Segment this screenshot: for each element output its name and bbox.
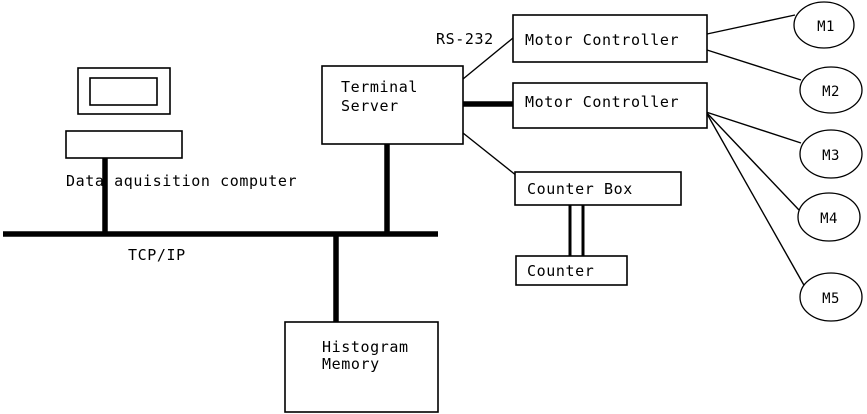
counter-box-label: Counter Box (527, 180, 633, 198)
motor-controller-2-box (512, 82, 708, 129)
motor-m1-ellipse (793, 1, 855, 49)
motor-m3-label: M3 (822, 148, 840, 164)
counter-box (515, 255, 628, 286)
monitor-screen (89, 77, 158, 106)
motor-m4-label: M4 (820, 211, 838, 227)
rs232-link-label: RS-232 (436, 30, 494, 48)
motor-m2-ellipse (799, 66, 863, 114)
motor-controller-1-to-m2-link (706, 49, 802, 81)
terminal-server-label-line2: Server (341, 97, 399, 115)
motor-controller-2-to-m5-link (705, 111, 806, 288)
motor-controller-1-box (512, 14, 708, 63)
motor-m3-ellipse (799, 129, 863, 179)
terminal-server-label-line1: Terminal (341, 78, 418, 96)
data-acquisition-computer-label: Data aquisition computer (66, 172, 297, 190)
motor-m1-label: M1 (817, 19, 835, 35)
motor-m5-label: M5 (822, 291, 840, 307)
histogram-memory-box (284, 321, 439, 413)
motor-m4-ellipse (797, 192, 861, 242)
terminal-server-box (321, 65, 464, 145)
motor-controller-2-to-m4-link (705, 111, 800, 211)
histogram-memory-label-line2: Memory (322, 355, 380, 373)
motor-m2-label: M2 (822, 84, 840, 100)
motor-m5-ellipse (799, 272, 863, 322)
terminal-server-to-motor-controller-1-link (462, 37, 514, 80)
terminal-server-to-counter-box-link (462, 132, 518, 177)
motor-controller-1-label: Motor Controller (525, 31, 679, 49)
tcpip-bus-label: TCP/IP (128, 246, 186, 264)
motor-controller-2-to-m3-link (705, 111, 802, 144)
motor-controller-1-to-m1-link (706, 14, 796, 35)
keyboard-outline (65, 130, 183, 159)
counter-label: Counter (527, 262, 594, 280)
motor-controller-2-label: Motor Controller (525, 93, 679, 111)
histogram-memory-label-line1: Histogram (322, 338, 409, 356)
counter-box-box (514, 171, 682, 206)
